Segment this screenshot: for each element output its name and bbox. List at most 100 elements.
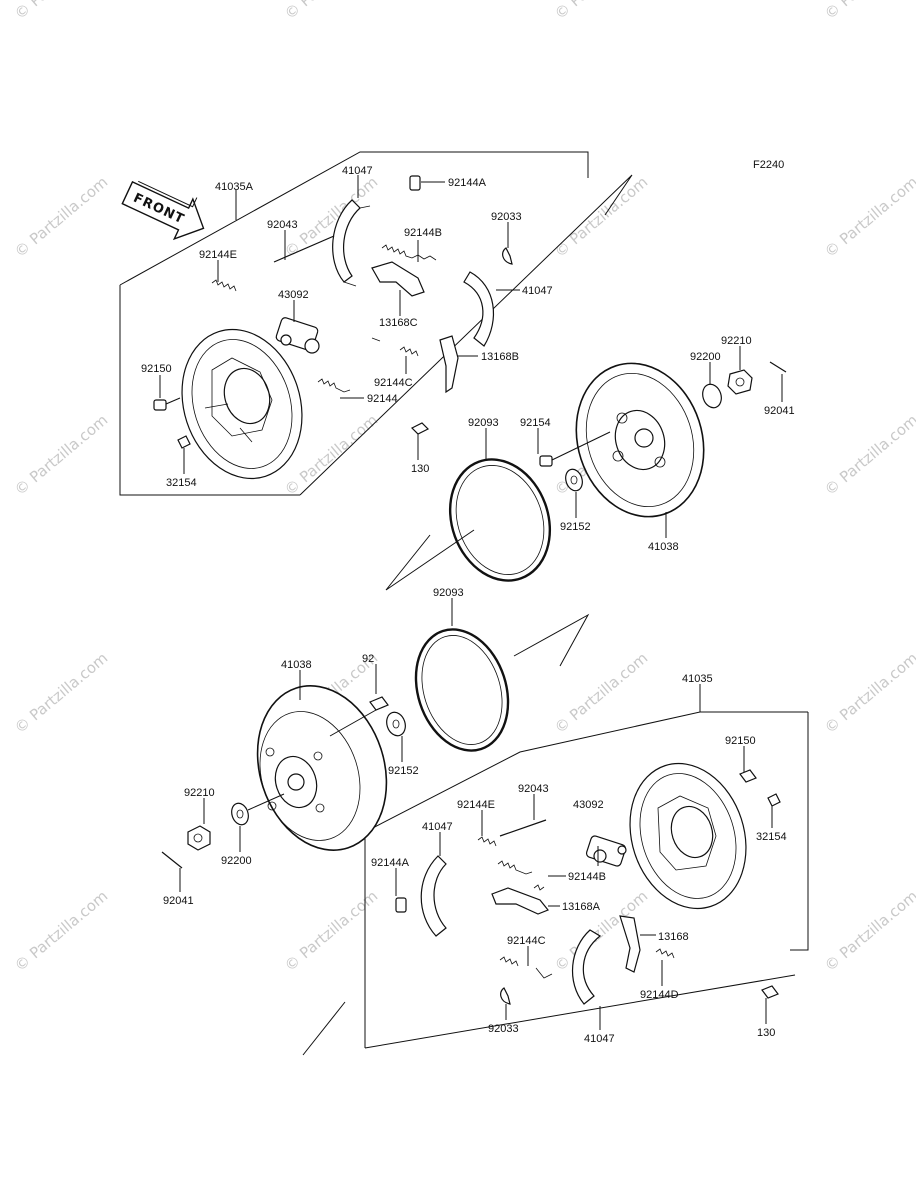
bolt-92154-upper xyxy=(539,431,611,467)
label-41047-upper-2: 41047 xyxy=(522,285,553,297)
lever-13168B xyxy=(439,335,459,394)
upper-assembly xyxy=(119,151,787,591)
label-92144: 92144 xyxy=(367,393,398,405)
label-32154-upper: 32154 xyxy=(166,477,197,489)
watermark-text: © Partzilla.com xyxy=(281,173,381,261)
figure-code: F2240 xyxy=(753,159,784,171)
wheel-cylinder-lower xyxy=(585,835,627,867)
spring-92144E-lower xyxy=(477,836,497,847)
bolt-92150-lower xyxy=(739,769,757,783)
spring-92144E-upper xyxy=(211,279,237,292)
lower-assembly xyxy=(161,613,809,1056)
lever-13168C xyxy=(371,261,425,297)
label-92200-upper: 92200 xyxy=(690,351,721,363)
brake-backing-plate-lower xyxy=(629,762,747,910)
pin-92043-lower xyxy=(499,819,547,837)
label-92033-lower: 92033 xyxy=(488,1023,519,1035)
label-92150-upper: 92150 xyxy=(141,363,172,375)
label-43092-upper: 43092 xyxy=(278,289,309,301)
brake-shoe-upper-1 xyxy=(332,199,371,287)
cotter-pin-92041-upper xyxy=(769,361,787,373)
bolt-92154-lower xyxy=(329,696,389,737)
label-41038-lower: 41038 xyxy=(281,659,312,671)
label-41047-lower-1: 41047 xyxy=(422,821,453,833)
bleeder-32154-lower xyxy=(767,793,781,807)
seal-ring-92093-upper xyxy=(448,458,552,582)
bolt-130-upper xyxy=(410,422,430,435)
nut-92210-lower xyxy=(187,825,211,851)
watermark-text: © Partzilla.com xyxy=(821,0,916,23)
label-92154-lower: 92 xyxy=(362,653,374,665)
label-130-upper: 130 xyxy=(411,463,429,475)
label-92144E-upper: 92144E xyxy=(199,249,237,261)
clip-92144A-upper xyxy=(409,175,421,191)
part-labels: 41035A 41047 92144A 92043 92144B 92033 9… xyxy=(141,165,795,1045)
watermark-text: © Partzilla.com xyxy=(11,0,111,23)
spring-92144B-lower xyxy=(497,860,545,891)
watermark-text: © Partzilla.com xyxy=(11,173,111,261)
watermark-text: © Partzilla.com xyxy=(551,649,651,737)
label-32154-lower: 32154 xyxy=(756,831,787,843)
label-92041-upper: 92041 xyxy=(764,405,795,417)
washer-92152-lower xyxy=(386,711,406,737)
watermark-text: © Partzilla.com xyxy=(281,0,381,23)
leader-lines xyxy=(159,175,783,1030)
bolt-130-lower xyxy=(761,985,779,999)
upper-group-outline xyxy=(119,285,300,496)
label-41038-upper: 41038 xyxy=(648,541,679,553)
clip-92033-upper xyxy=(502,247,513,265)
watermark-text: © Partzilla.com xyxy=(11,411,111,499)
pin-92043-upper xyxy=(273,235,335,263)
spring-92144-upper xyxy=(317,378,351,393)
label-41047-upper-1: 41047 xyxy=(342,165,373,177)
label-92152-lower: 92152 xyxy=(388,765,419,777)
label-92144C-upper: 92144C xyxy=(374,377,413,389)
washer-92152-upper xyxy=(565,468,583,492)
label-92041-lower: 92041 xyxy=(163,895,194,907)
label-92033-upper: 92033 xyxy=(491,211,522,223)
label-41035: 41035 xyxy=(682,673,713,685)
label-13168: 13168 xyxy=(658,931,689,943)
washer-92200-upper xyxy=(702,383,722,409)
label-92144E-lower: 92144E xyxy=(457,799,495,811)
washer-92200-lower xyxy=(231,802,249,826)
nut-92210-upper xyxy=(727,369,753,395)
seal-ring-92093-lower xyxy=(414,628,510,752)
label-92152-upper: 92152 xyxy=(560,521,591,533)
label-92144D: 92144D xyxy=(640,989,679,1001)
spring-92144C-lower xyxy=(499,956,553,979)
label-92210-upper: 92210 xyxy=(721,335,752,347)
brake-drum-41038-lower xyxy=(256,685,388,851)
spring-92144C-upper xyxy=(371,337,419,357)
lever-13168A xyxy=(491,887,549,915)
label-92144A-lower: 92144A xyxy=(371,857,410,869)
label-92043-lower: 92043 xyxy=(518,783,549,795)
watermark-text: © Partzilla.com xyxy=(281,887,381,975)
watermark-text: © Partzilla.com xyxy=(821,173,916,261)
bleeder-32154-upper xyxy=(177,435,191,449)
label-13168C: 13168C xyxy=(379,317,418,329)
watermark-text: © Partzilla.com xyxy=(11,887,111,975)
front-arrow-icon: FRONT xyxy=(121,180,205,241)
cotter-pin-92041-lower xyxy=(161,851,183,869)
watermark-text: © Partzilla.com xyxy=(551,0,651,23)
label-92210-lower: 92210 xyxy=(184,787,215,799)
label-92144C-lower: 92144C xyxy=(507,935,546,947)
label-92093-upper: 92093 xyxy=(468,417,499,429)
label-92043-upper: 92043 xyxy=(267,219,298,231)
watermark-text: © Partzilla.com xyxy=(821,411,916,499)
watermark-text: © Partzilla.com xyxy=(11,649,111,737)
clip-92033-lower xyxy=(500,987,511,1005)
label-13168B: 13168B xyxy=(481,351,519,363)
brake-backing-plate-upper xyxy=(181,328,303,480)
lower-group-outline xyxy=(790,712,809,951)
brake-shoe-lower-1 xyxy=(420,855,447,937)
label-92093-lower: 92093 xyxy=(433,587,464,599)
label-41035A: 41035A xyxy=(215,181,254,193)
spring-92144B-upper xyxy=(381,244,437,261)
label-92154-upper: 92154 xyxy=(520,417,551,429)
spring-92144D xyxy=(655,948,675,959)
label-41047-lower-2: 41047 xyxy=(584,1033,615,1045)
label-130-lower: 130 xyxy=(757,1027,775,1039)
